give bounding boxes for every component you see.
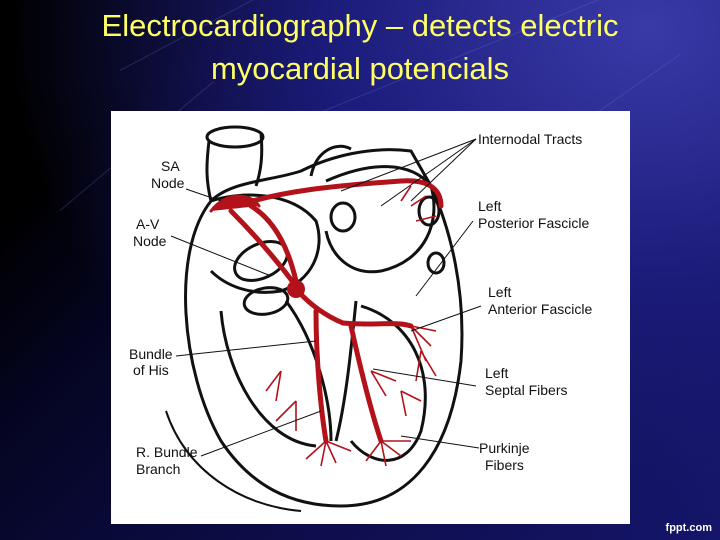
internodal-tract-2 — [228, 208, 299, 289]
bundle-of-his — [293, 286, 346, 326]
title-line-2: myocardial potencials — [210, 51, 510, 86]
purkinje-fibers — [265, 185, 437, 467]
label-bundle-his: Bundle — [129, 346, 173, 362]
sa-node — [209, 194, 261, 213]
title-line-1: Electrocardiography – detects electric — [101, 8, 619, 43]
label-left-anterior: Left — [488, 284, 511, 300]
label-sa-node-2: Node — [151, 175, 185, 191]
label-av-node: A-V — [136, 216, 160, 232]
label-av-node-2: Node — [133, 233, 167, 249]
label-r-bundle-2: Branch — [136, 461, 180, 477]
valve-2 — [242, 286, 290, 316]
vena-cava-opening — [205, 125, 265, 149]
heart-conduction-diagram: SA Node A-V Node Bundle of His R. Bundle… — [111, 111, 630, 524]
footer-brand: fppt.com — [665, 522, 712, 534]
left-atrium — [324, 165, 436, 274]
right-atrium — [209, 193, 321, 294]
pulmonary-vein-1 — [329, 201, 357, 233]
leader-lines — [170, 138, 482, 457]
label-internodal: Internodal Tracts — [478, 131, 582, 147]
label-left-anterior-2: Anterior Fascicle — [488, 301, 592, 317]
left-septal-branch — [348, 323, 384, 444]
label-sa-node: SA — [161, 158, 180, 174]
pericardium-line — [165, 410, 302, 512]
pulmonary-vein-3 — [426, 251, 446, 275]
right-ventricle-inner — [219, 310, 317, 448]
label-r-bundle: R. Bundle — [136, 444, 198, 460]
label-left-septal-2: Septal Fibers — [485, 382, 567, 398]
internodal-tract-1 — [233, 178, 444, 209]
right-bundle-branch — [313, 308, 329, 444]
slide-title: Electrocardiography – detects electric m… — [0, 4, 720, 90]
label-left-septal: Left — [485, 365, 508, 381]
pulmonary-vein-2 — [417, 195, 441, 227]
heart-outline — [184, 148, 464, 508]
label-purkinje-2: Fibers — [485, 457, 524, 473]
aorta — [309, 144, 352, 177]
label-bundle-his-2: of His — [133, 362, 169, 378]
label-left-posterior-2: Posterior Fascicle — [478, 215, 589, 231]
internodal-tract-3 — [248, 203, 299, 284]
label-left-posterior: Left — [478, 198, 501, 214]
label-purkinje: Purkinje — [479, 440, 530, 456]
